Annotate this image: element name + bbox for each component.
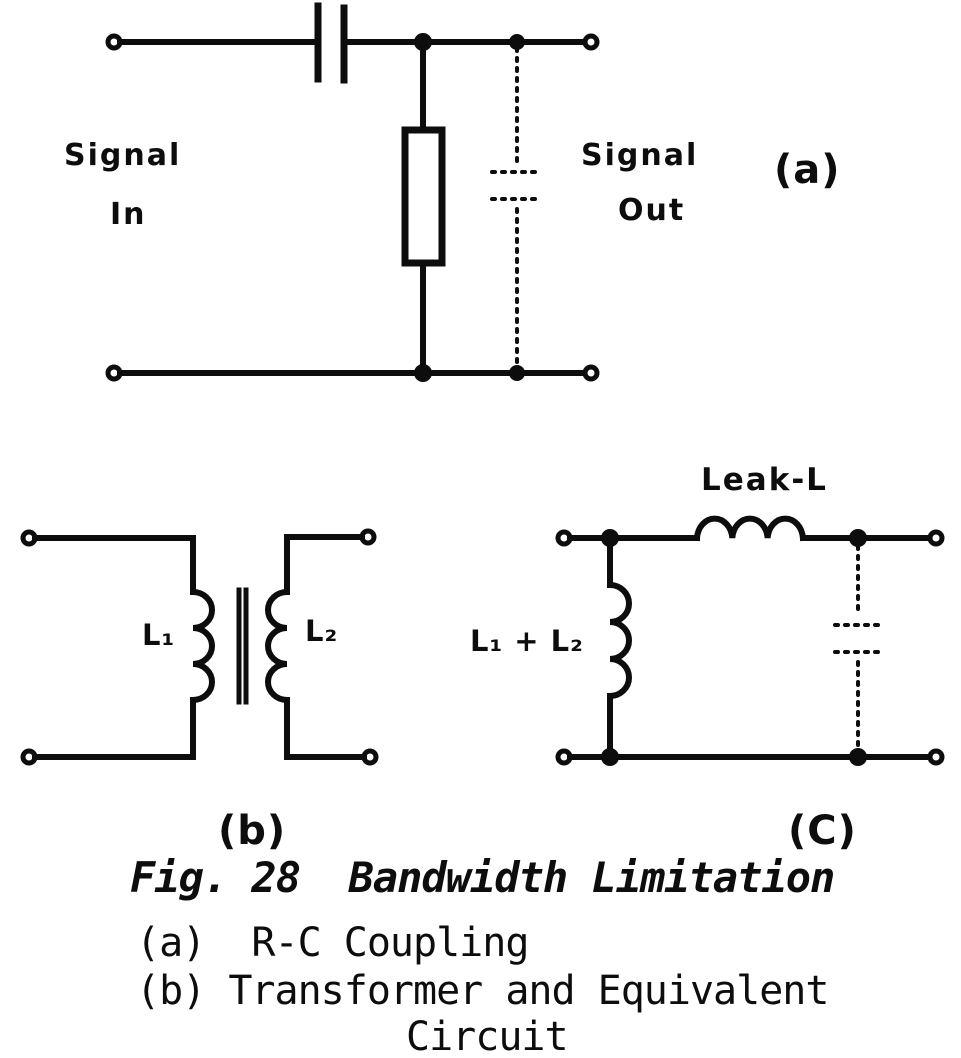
figure-caption-title: Fig. 28 Bandwidth Limitation: [130, 853, 835, 902]
leakage-inductance-label: Leak-L: [701, 462, 828, 498]
signal-out-label-line2: Out: [618, 193, 686, 228]
circuit-c: [555, 515, 945, 766]
signal-in-label-line1: Signal: [64, 138, 182, 173]
terminal: [555, 748, 573, 766]
terminal: [20, 748, 38, 766]
stray-capacitance: [833, 544, 884, 752]
terminal: [927, 529, 945, 547]
junction-dot: [414, 33, 432, 51]
signal-out-label-line1: Signal: [581, 138, 699, 173]
junction-dot: [849, 748, 867, 766]
secondary-coil: [265, 588, 291, 704]
transformer-core: [236, 587, 249, 705]
secondary-inductance-label: L₂: [305, 614, 339, 648]
terminal: [359, 528, 377, 546]
figure-caption-line-a: (a) R-C Coupling: [136, 920, 529, 966]
junction-dot: [509, 365, 525, 381]
circuit-b-label: (b): [218, 808, 287, 854]
leakage-inductor: [693, 515, 807, 542]
coupling-capacitor: [314, 2, 348, 84]
terminal: [20, 529, 38, 547]
junction-dot: [849, 529, 867, 547]
figure-caption-line-b2: Circuit: [406, 1014, 569, 1058]
junction-dot: [601, 748, 619, 766]
terminal: [927, 748, 945, 766]
terminal: [105, 364, 123, 382]
primary-coil: [189, 588, 215, 704]
resistor-body: [401, 126, 446, 267]
terminal: [105, 33, 123, 51]
junction-dot: [509, 34, 525, 50]
stray-capacitance: [490, 46, 541, 370]
circuit-c-label: (C): [788, 808, 857, 854]
terminal: [582, 364, 600, 382]
junction-dot: [414, 364, 432, 382]
circuit-a: [105, 2, 600, 382]
primary-inductance-label: L₁: [142, 618, 176, 652]
signal-in-label-line2: In: [110, 197, 147, 232]
junction-dot: [601, 529, 619, 547]
terminal: [361, 748, 379, 766]
terminal: [555, 529, 573, 547]
circuit-a-label: (a): [774, 147, 841, 193]
shunt-inductor: [606, 581, 632, 700]
figure-caption-line-b: (b) Transformer and Equivalent: [136, 968, 829, 1014]
circuit-b: [20, 528, 379, 766]
shunt-inductance-label: L₁ + L₂: [470, 624, 584, 658]
terminal: [582, 33, 600, 51]
